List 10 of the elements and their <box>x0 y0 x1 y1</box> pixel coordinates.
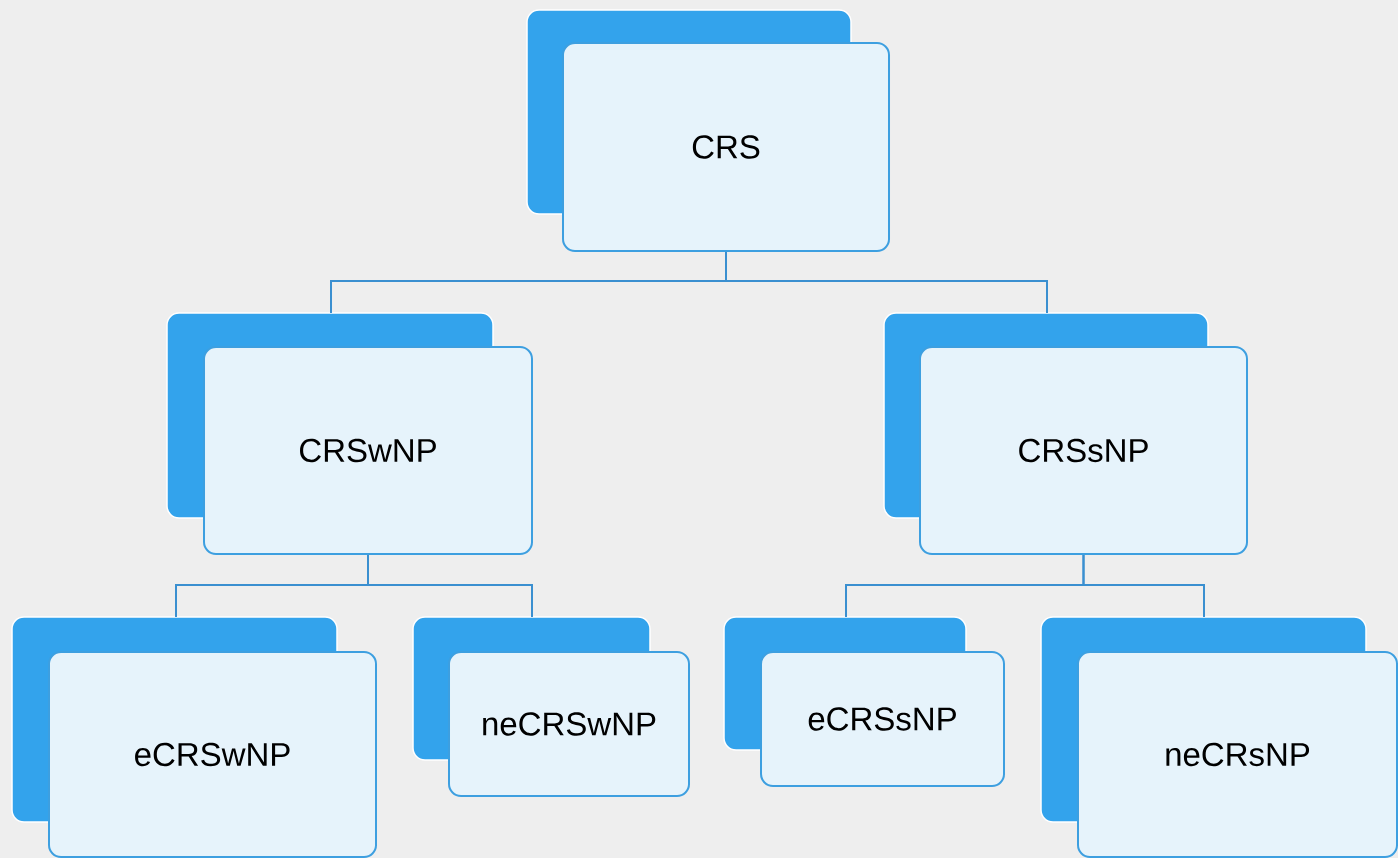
hierarchy-box: neCRsNP <box>1040 616 1398 858</box>
connector-line <box>1082 554 1205 618</box>
hierarchy-box: neCRSwNP <box>412 616 690 797</box>
hierarchy-box: CRS <box>526 9 890 252</box>
hierarchy-box: eCRSsNP <box>723 616 1005 787</box>
hierarchy-box: eCRSwNP <box>11 616 377 858</box>
hierarchy-box: CRSwNP <box>166 312 533 555</box>
hierarchy-box: CRSsNP <box>883 312 1248 555</box>
connector-line <box>367 554 533 618</box>
connector-line <box>725 251 1048 314</box>
